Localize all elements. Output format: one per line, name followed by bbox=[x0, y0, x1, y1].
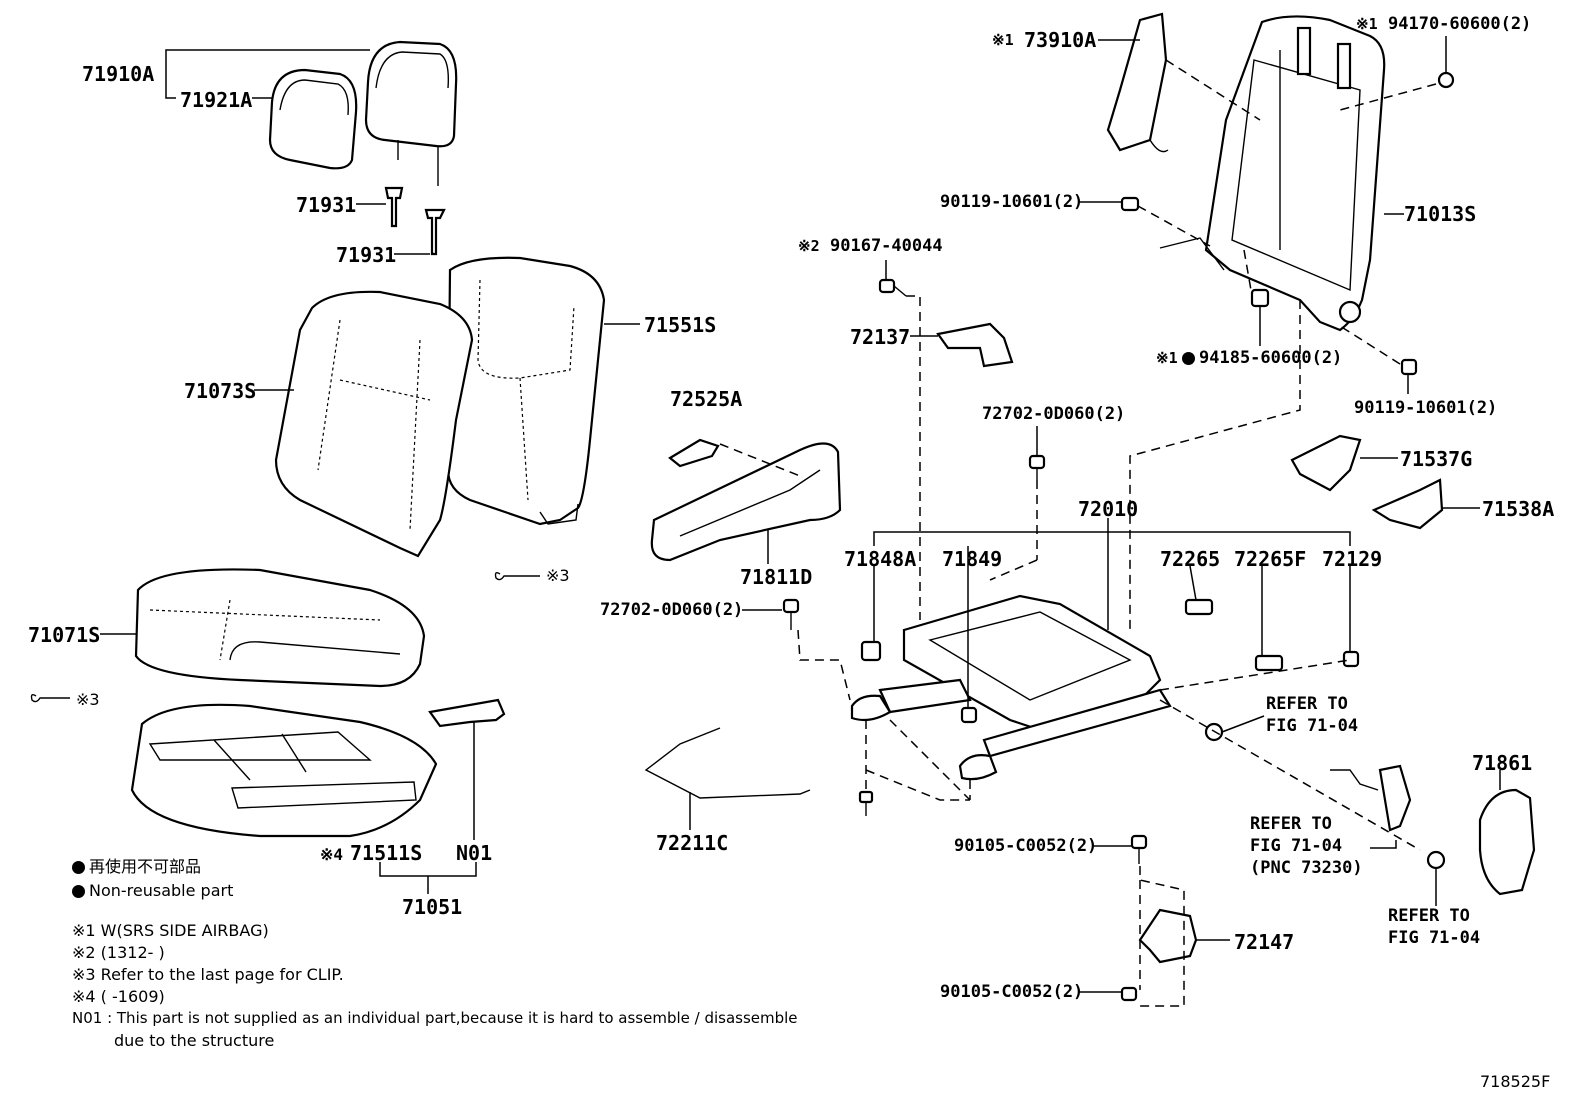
label-94170: 94170-60600(2) bbox=[1388, 14, 1532, 34]
clip-note-b: ※3 bbox=[76, 690, 100, 709]
refer2-line1: REFER TO bbox=[1250, 814, 1332, 834]
figure-id: 718525F bbox=[1480, 1072, 1551, 1091]
label-71921A: 71921A bbox=[180, 88, 253, 112]
legend-en-text: Non-reusable part bbox=[89, 881, 234, 900]
label-mark1-a: ※1 bbox=[992, 31, 1014, 49]
note-4: ※4 ( -1609) bbox=[72, 987, 165, 1006]
bolt-90119 bbox=[1120, 196, 1418, 376]
clip-72265F bbox=[1254, 654, 1284, 672]
seatback-cover-71073S bbox=[274, 290, 474, 558]
label-mark1-b: ※1 bbox=[1356, 15, 1378, 33]
label-71551S: 71551S bbox=[644, 313, 717, 337]
refer3-line1: REFER TO bbox=[1388, 906, 1470, 926]
label-71051: 71051 bbox=[402, 895, 463, 919]
label-mark4: ※4 bbox=[320, 845, 344, 864]
seatbelt-buckle bbox=[1330, 764, 1412, 832]
seatback-frame-71013S bbox=[1159, 15, 1386, 332]
label-71849: 71849 bbox=[942, 547, 1003, 571]
label-72010: 72010 bbox=[1078, 497, 1139, 521]
cover-72137 bbox=[936, 322, 1014, 368]
refer1-line1: REFER TO bbox=[1266, 694, 1348, 714]
label-90105-b: 90105-C0052(2) bbox=[940, 982, 1084, 1002]
label-71811D: 71811D bbox=[740, 565, 813, 589]
refer3-line2: FIG 71-04 bbox=[1388, 928, 1481, 948]
knob-72525A bbox=[668, 438, 720, 468]
label-71861: 71861 bbox=[1472, 751, 1533, 775]
label-71537G: 71537G bbox=[1400, 447, 1473, 471]
wire-72211C bbox=[644, 727, 811, 799]
label-71073S: 71073S bbox=[184, 379, 257, 403]
label-90105-a: 90105-C0052(2) bbox=[954, 836, 1098, 856]
label-mark1-c: ※1 bbox=[1156, 349, 1178, 367]
bolt-90167 bbox=[878, 278, 907, 297]
note-1: ※1 W(SRS SIDE AIRBAG) bbox=[72, 921, 269, 940]
legend-jp-text: 再使用不可部品 bbox=[89, 857, 202, 876]
clip-icon bbox=[30, 571, 540, 703]
leader-lines bbox=[100, 36, 1501, 993]
legend-non-reusable-jp: 再使用不可部品 bbox=[72, 857, 201, 876]
label-71538A: 71538A bbox=[1482, 497, 1555, 521]
part-N01 bbox=[428, 698, 506, 728]
label-mark2: ※2 bbox=[798, 237, 820, 255]
label-71931-a: 71931 bbox=[296, 193, 357, 217]
label-72265: 72265 bbox=[1160, 547, 1221, 571]
clip-71848A bbox=[860, 640, 882, 662]
note-6: due to the structure bbox=[114, 1031, 275, 1050]
legend-non-reusable-en: Non-reusable part bbox=[72, 881, 233, 900]
nut-94170 bbox=[1437, 71, 1455, 89]
label-71848A: 71848A bbox=[844, 547, 917, 571]
label-72702-b: 72702-0D060(2) bbox=[982, 404, 1126, 424]
label-94185: 94185-60600(2) bbox=[1182, 348, 1342, 368]
cushion-pad-71511S bbox=[130, 703, 438, 838]
non-reusable-dot-icon bbox=[1182, 351, 1195, 365]
refer1-line2: FIG 71-04 bbox=[1266, 716, 1359, 736]
label-72525A: 72525A bbox=[670, 387, 743, 411]
label-72211C: 72211C bbox=[656, 831, 729, 855]
clip-72129 bbox=[1342, 650, 1360, 668]
label-71931-b: 71931 bbox=[336, 243, 397, 267]
clip-72265 bbox=[1184, 598, 1214, 616]
note-2: ※2 (1312- ) bbox=[72, 943, 165, 962]
label-72129: 72129 bbox=[1322, 547, 1383, 571]
seatback-pad-71551S bbox=[446, 256, 606, 526]
assembly-lines bbox=[719, 59, 1437, 1007]
label-71910A: 71910A bbox=[82, 62, 155, 86]
guide-71931 bbox=[384, 186, 446, 256]
label-71013S: 71013S bbox=[1404, 202, 1477, 226]
headrest-71910A bbox=[364, 40, 458, 186]
nut-94185 bbox=[1250, 288, 1270, 308]
clip-note-a: ※3 bbox=[546, 566, 570, 585]
bolt-72702 bbox=[782, 454, 1046, 630]
refer2-line3: (PNC 73230) bbox=[1250, 858, 1363, 878]
label-72147: 72147 bbox=[1234, 930, 1295, 954]
clip-71849 bbox=[960, 706, 978, 724]
seat-adjuster-72010 bbox=[850, 594, 1172, 781]
non-reusable-dot-icon bbox=[72, 861, 85, 874]
refer2-line2: FIG 71-04 bbox=[1250, 836, 1343, 856]
non-reusable-dot-icon bbox=[72, 885, 85, 898]
note-3: ※3 Refer to the last page for CLIP. bbox=[72, 965, 344, 984]
note-5: N01 : This part is not supplied as an in… bbox=[72, 1009, 798, 1027]
label-N01: N01 bbox=[456, 841, 493, 865]
label-90119-a: 90119-10601(2) bbox=[940, 192, 1084, 212]
cushion-cover-71071S bbox=[134, 568, 426, 688]
label-71071S: 71071S bbox=[28, 623, 101, 647]
headrest-71921A bbox=[268, 68, 358, 170]
bolt-90105 bbox=[858, 790, 1148, 1002]
label-72702-a: 72702-0D060(2) bbox=[600, 600, 744, 620]
label-73910A: 73910A bbox=[1024, 28, 1097, 52]
cover-71861 bbox=[1478, 788, 1536, 896]
cover-71537G bbox=[1290, 434, 1362, 492]
label-94185-text: 94185-60600(2) bbox=[1199, 348, 1343, 368]
label-72137: 72137 bbox=[850, 325, 911, 349]
label-71511S: 71511S bbox=[350, 841, 423, 865]
bracket-72147 bbox=[1138, 908, 1198, 964]
label-90119-b: 90119-10601(2) bbox=[1354, 398, 1498, 418]
airbag-73910A bbox=[1106, 12, 1169, 153]
cover-71538A bbox=[1371, 478, 1444, 530]
label-90167: 90167-40044 bbox=[830, 236, 943, 256]
label-72265F: 72265F bbox=[1234, 547, 1307, 571]
